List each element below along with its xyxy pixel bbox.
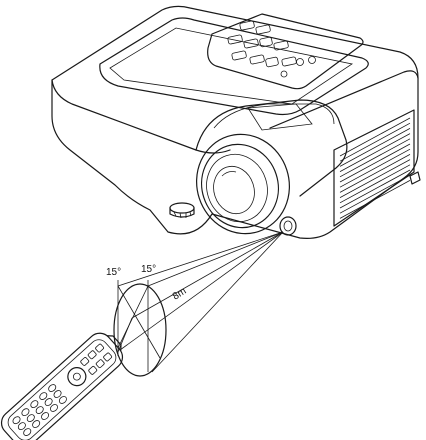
projector-top-edge-right xyxy=(269,70,419,129)
remote-key xyxy=(88,366,98,375)
side-vents xyxy=(333,109,415,227)
angle-label-right: 15° xyxy=(141,264,156,275)
angle-label-left: 15° xyxy=(106,267,121,278)
remote-dpad-center xyxy=(72,372,81,381)
cone-line-4 xyxy=(151,231,284,373)
signal-cone xyxy=(113,231,284,377)
cone-line-5 xyxy=(119,231,284,351)
vent-slot xyxy=(339,128,411,167)
remote-key xyxy=(30,400,39,409)
vent-slot xyxy=(339,117,411,157)
adjustable-foot xyxy=(169,202,195,219)
remote-key xyxy=(103,352,113,362)
remote-key xyxy=(21,408,30,417)
remote-key xyxy=(80,357,90,366)
ir-receiver xyxy=(279,216,297,236)
remote-key xyxy=(95,359,105,369)
angle-diag-1 xyxy=(117,285,161,359)
vent-slot xyxy=(339,138,411,178)
vent-slot xyxy=(339,164,411,204)
vent-slot xyxy=(339,133,411,172)
remote-key xyxy=(53,390,62,398)
remote-key xyxy=(17,422,26,431)
rear-foot xyxy=(409,171,421,185)
remote-key xyxy=(44,398,53,406)
cone-line-2 xyxy=(147,231,284,287)
remote-key xyxy=(23,428,32,436)
remote-key xyxy=(32,420,41,428)
remote-key xyxy=(87,350,97,360)
vent-slot xyxy=(339,169,411,209)
vent-slot xyxy=(339,154,411,193)
remote-key xyxy=(12,416,21,425)
remote-buttons xyxy=(12,343,113,436)
distance-label: 8m xyxy=(171,286,189,303)
vent-slot xyxy=(339,148,411,188)
vent-slot xyxy=(339,180,411,219)
vent-slot xyxy=(339,159,411,198)
lens xyxy=(196,133,290,235)
projector-lid-inner xyxy=(109,27,354,105)
lens-shroud xyxy=(195,99,348,197)
vent-slot xyxy=(339,143,411,183)
focus-ring-top xyxy=(247,103,313,131)
beam-to-remote xyxy=(117,317,133,353)
remote-key xyxy=(48,384,57,392)
remote-body xyxy=(0,332,124,440)
lens-hood xyxy=(213,103,335,129)
remote-ir-window xyxy=(106,335,122,352)
projector-lid xyxy=(99,17,369,116)
remote-dpad xyxy=(67,367,87,387)
cone-line-3 xyxy=(131,231,284,319)
cone-line-1 xyxy=(117,231,284,287)
projector xyxy=(51,5,421,239)
remote-key xyxy=(58,396,67,404)
remote-key xyxy=(26,414,35,422)
projector-body xyxy=(51,5,419,239)
vent-slot xyxy=(339,174,411,214)
remote-key xyxy=(41,412,50,420)
remote-key xyxy=(39,392,48,400)
angle-diag-2 xyxy=(117,285,149,349)
projector-top-edge xyxy=(51,79,231,154)
coverage-ellipse xyxy=(113,283,167,377)
remote-face xyxy=(7,339,117,440)
remote-key xyxy=(95,343,104,353)
remote-key xyxy=(35,406,44,414)
remote-control xyxy=(0,332,124,440)
control-panel xyxy=(207,13,364,90)
vent-slot xyxy=(339,122,411,162)
remote-key xyxy=(49,404,58,412)
control-panel-buttons xyxy=(227,20,316,78)
